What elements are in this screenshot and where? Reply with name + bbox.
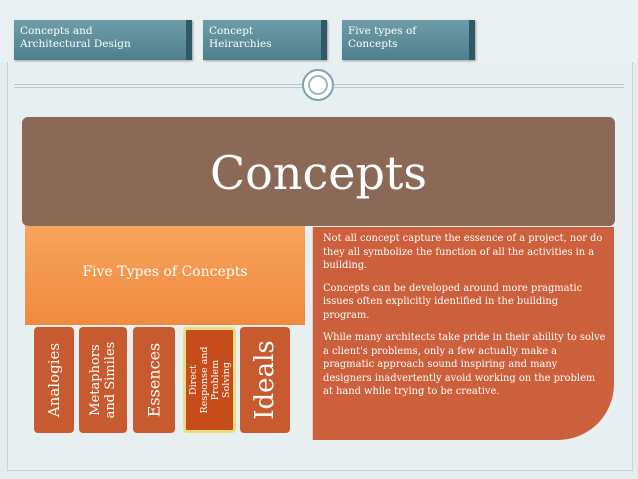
tab-five-types-of-concepts[interactable]: Five types of Concepts [342, 20, 475, 60]
direct-response-label: Direct Response and Problem Solving [188, 347, 232, 414]
concept-type-analogies: Analogies [34, 327, 74, 433]
direct-label-line3: Problem [209, 359, 221, 401]
tab-label-line1: Concept [209, 25, 254, 37]
circle-ornament-icon [302, 69, 334, 101]
callout-paragraph-1: Not all concept capture the essence of a… [323, 233, 603, 271]
five-types-label: Five Types of Concepts [82, 264, 248, 280]
callout-paragraph-2: Concepts can be developed around more pr… [323, 282, 583, 321]
metaphors-label: Metaphors and Similes [88, 342, 118, 419]
concept-type-essences: Essences [133, 327, 175, 433]
essences-label: Essences [144, 342, 164, 418]
concept-type-ideals: Ideals [240, 327, 290, 433]
tab-label-line2: Architectural Design [20, 38, 131, 50]
tab-label-line1: Five types of [348, 25, 417, 37]
concept-type-metaphors-and-similes: Metaphors and Similes [79, 327, 127, 433]
direct-label-line4: Solving [220, 362, 232, 398]
direct-label-line2: Response and [198, 346, 210, 414]
concepts-header-box: Concepts [22, 117, 615, 226]
tab-label-line2: Concepts [348, 38, 398, 50]
analogies-label: Analogies [45, 342, 63, 418]
five-types-box: Five Types of Concepts [25, 226, 305, 325]
callout-paragraph-3: While many architects take pride in thei… [323, 332, 606, 397]
explanation-callout: Not all concept capture the essence of a… [312, 227, 614, 440]
tab-concepts-and-architectural-design[interactable]: Concepts and Architectural Design [14, 20, 192, 60]
concept-type-direct-response: Direct Response and Problem Solving [183, 327, 236, 433]
tab-label-line2: Heirarchies [209, 38, 272, 50]
tab-label-line1: Concepts and [20, 25, 93, 37]
metaphors-label-line1: Metaphors [88, 344, 103, 416]
direct-label-line1: Direct [187, 365, 199, 395]
ideals-label: Ideals [250, 340, 280, 420]
page-title: Concepts [209, 146, 428, 200]
tab-concept-heirarchies[interactable]: Concept Heirarchies [203, 20, 327, 60]
metaphors-label-line2: and Similes [103, 341, 118, 419]
